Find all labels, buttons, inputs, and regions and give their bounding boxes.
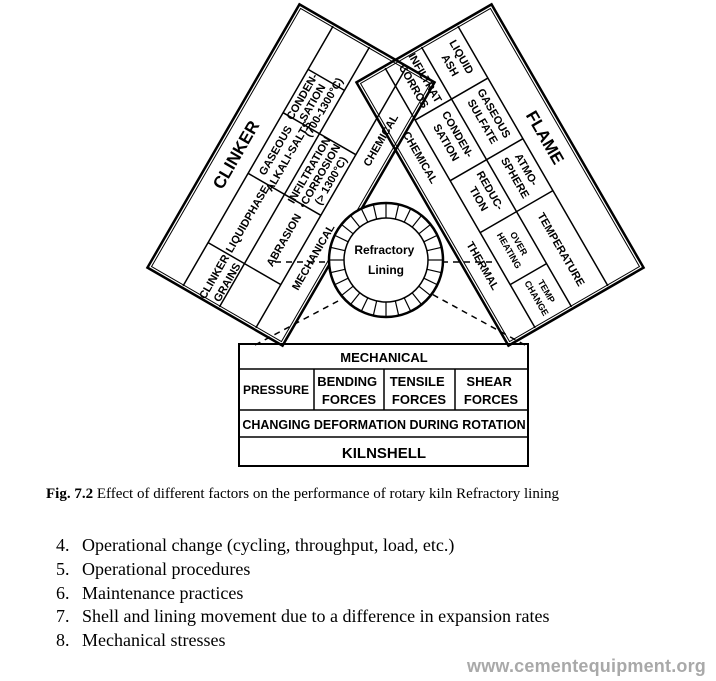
watermark: www.cementequipment.org — [467, 656, 706, 676]
kilnshell-title: KILNSHELL — [342, 445, 426, 462]
clinker-chemical-label: CHEMICAL — [362, 112, 402, 169]
kiln-refractory-diagram: CLINKER CLINKER GRAINS LIQUIDPHASE GASEO… — [145, 2, 646, 467]
ring-brick-joint — [403, 208, 412, 223]
list-item: 4.Operational change (cycling, throughpu… — [56, 535, 455, 555]
ring-brick-joint — [418, 285, 431, 297]
pressure-label: PRESSURE — [243, 383, 309, 397]
ring-brick-joint — [349, 292, 361, 305]
flame-chemical-label: CHEMICAL — [400, 130, 440, 187]
gaseous-sulfate-label: GASEOUS SULFATE — [462, 87, 514, 150]
liquidphase-label: LIQUIDPHASE — [224, 184, 272, 255]
flame-title: FLAME — [522, 107, 568, 167]
list-item: 8.Mechanical stresses — [56, 630, 226, 651]
temperature-label: TEMPERATURE — [535, 211, 587, 289]
ring-brick-joint — [426, 246, 442, 252]
ring-brick-joint — [411, 292, 423, 305]
ring-brick-joint — [334, 234, 349, 243]
bending-forces-label: BENDING FORCES — [317, 374, 381, 407]
clinker-grains-label: CLINKER GRAINS — [197, 250, 245, 308]
ring-brick-joint — [394, 204, 400, 220]
tensile-forces-label: TENSILE FORCES — [390, 374, 449, 407]
ring-brick-joint — [330, 246, 346, 252]
ring-brick-joint — [330, 268, 346, 274]
refractory-lining-ring: Refractory Lining — [327, 201, 445, 319]
thermal-label: THERMAL — [464, 240, 501, 293]
ring-brick-joint — [403, 297, 412, 312]
ring-brick-joint — [349, 215, 361, 228]
figure-caption: Fig. 7.2 Effect of different factors on … — [46, 486, 706, 503]
ring-brick-joint — [418, 223, 431, 235]
list-item: 6.Maintenance practices — [56, 582, 244, 603]
ring-brick-joint — [372, 300, 378, 316]
figure-label: Fig. 7.2 — [46, 486, 94, 502]
deformation-label: CHANGING DEFORMATION DURING ROTATION — [242, 418, 525, 432]
center-label: Refractory Lining — [354, 243, 417, 277]
list-item: 5.Operational procedures — [56, 558, 251, 579]
ring-brick-joint — [360, 297, 369, 312]
ring-brick-joint — [341, 223, 354, 235]
ring-brick-joint — [372, 204, 378, 220]
flame-condensation-label: CONDEN- SATION — [427, 109, 477, 169]
ring-brick-joint — [423, 234, 438, 243]
dashed-connectors — [254, 261, 526, 346]
clinker-title: CLINKER — [209, 117, 263, 192]
ring-brick-joint — [341, 285, 354, 297]
abrasion-label: ABRASION — [265, 212, 305, 269]
reduction-label: REDUC- TION — [461, 169, 506, 222]
kilnshell-mechanical-label: MECHANICAL — [340, 350, 427, 365]
shear-forces-label: SHEAR FORCES — [464, 374, 519, 407]
ring-brick-joint — [426, 268, 442, 274]
kilnshell-panel: MECHANICAL PRESSURE BENDING FORCES TENSI… — [238, 343, 529, 467]
ring-brick-joint — [411, 215, 423, 228]
atmosphere-label: ATMO- SPHERE — [498, 149, 543, 201]
ring-brick-joint — [394, 300, 400, 316]
figure-caption-text: Effect of different factors on the perfo… — [96, 486, 560, 502]
ring-brick-joint — [423, 277, 438, 286]
flame-infiltration-label: INFILTRAT CORROS — [393, 51, 445, 114]
ring-brick-joint — [360, 208, 369, 223]
ring-brick-joint — [334, 277, 349, 286]
factor-list: 4.Operational change (cycling, throughpu… — [56, 534, 550, 653]
list-item: 7.Shell and lining movement due to a dif… — [56, 606, 550, 627]
